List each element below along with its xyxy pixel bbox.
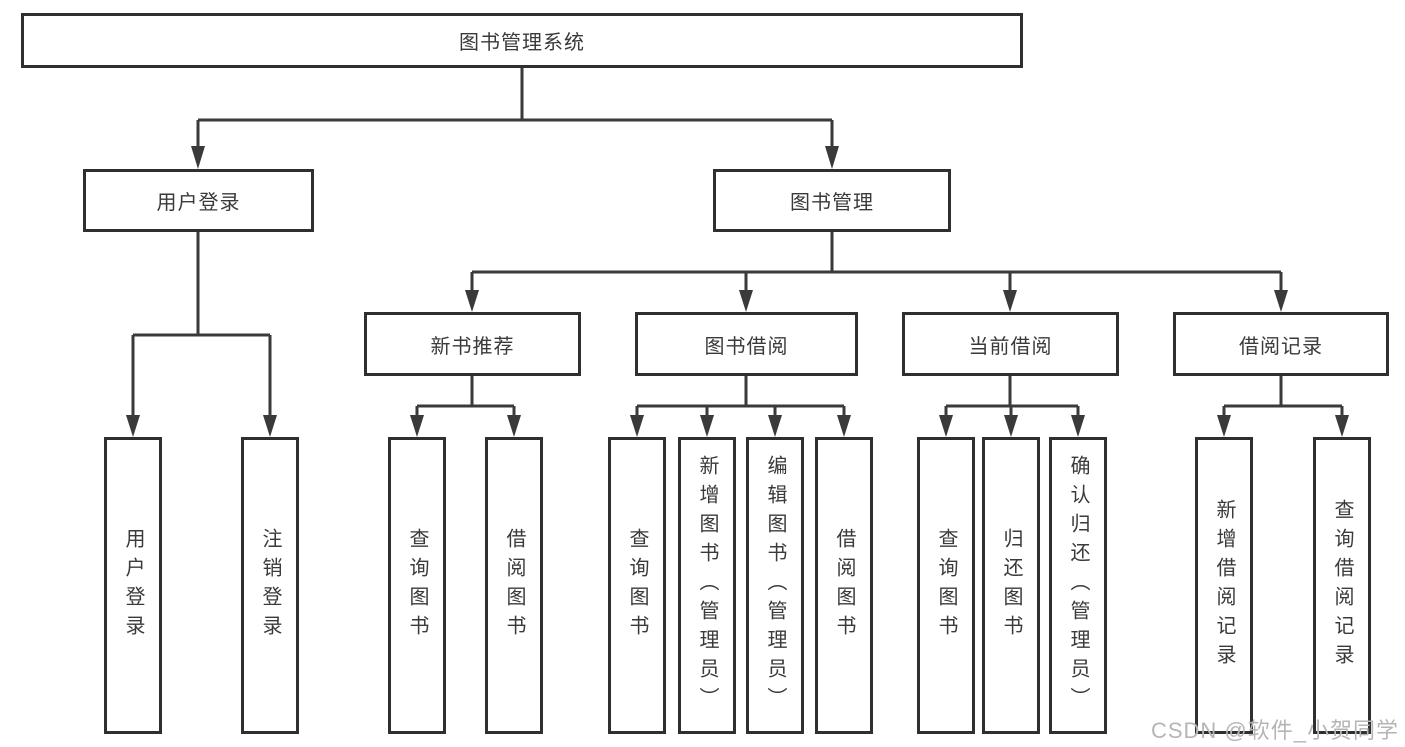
connector-userlogin-to-leaves bbox=[131, 232, 272, 418]
node-leaf-edit-book-admin: 编辑图书（管理员） bbox=[746, 437, 804, 734]
connector-borrowrecord-to-leaves bbox=[1222, 376, 1344, 418]
node-new-book-recommend: 新书推荐 bbox=[364, 312, 581, 376]
node-leaf-logout: 注销登录 bbox=[241, 437, 299, 734]
node-leaf-query-book-2: 查询图书 bbox=[608, 437, 666, 734]
node-leaf-confirm-return-admin: 确认归还（管理员） bbox=[1049, 437, 1107, 734]
node-leaf-query-book-1: 查询图书 bbox=[388, 437, 446, 734]
node-leaf-borrow-book-1: 借阅图书 bbox=[485, 437, 543, 734]
arrowheads bbox=[126, 146, 1349, 437]
node-leaf-query-borrow-record: 查询借阅记录 bbox=[1313, 437, 1371, 734]
node-leaf-add-borrow-record: 新增借阅记录 bbox=[1195, 437, 1253, 734]
connector-currentborrow-to-leaves bbox=[944, 376, 1080, 418]
node-book-borrow: 图书借阅 bbox=[635, 312, 858, 376]
node-user-login: 用户登录 bbox=[83, 169, 314, 232]
connector-newbook-to-leaves bbox=[415, 376, 516, 418]
node-leaf-borrow-book-2: 借阅图书 bbox=[815, 437, 873, 734]
node-leaf-query-book-3: 查询图书 bbox=[917, 437, 975, 734]
node-borrow-record: 借阅记录 bbox=[1173, 312, 1389, 376]
connector-bookborrow-to-leaves bbox=[635, 376, 846, 418]
node-current-borrow: 当前借阅 bbox=[902, 312, 1119, 376]
node-root-system: 图书管理系统 bbox=[21, 13, 1023, 68]
node-leaf-return-book: 归还图书 bbox=[982, 437, 1040, 734]
connector-bookmgmt-to-level3 bbox=[470, 232, 1283, 293]
node-book-management: 图书管理 bbox=[713, 169, 951, 232]
connector-root-to-level2 bbox=[196, 68, 834, 150]
node-leaf-user-login: 用户登录 bbox=[104, 437, 162, 734]
node-leaf-add-book-admin: 新增图书（管理员） bbox=[678, 437, 736, 734]
